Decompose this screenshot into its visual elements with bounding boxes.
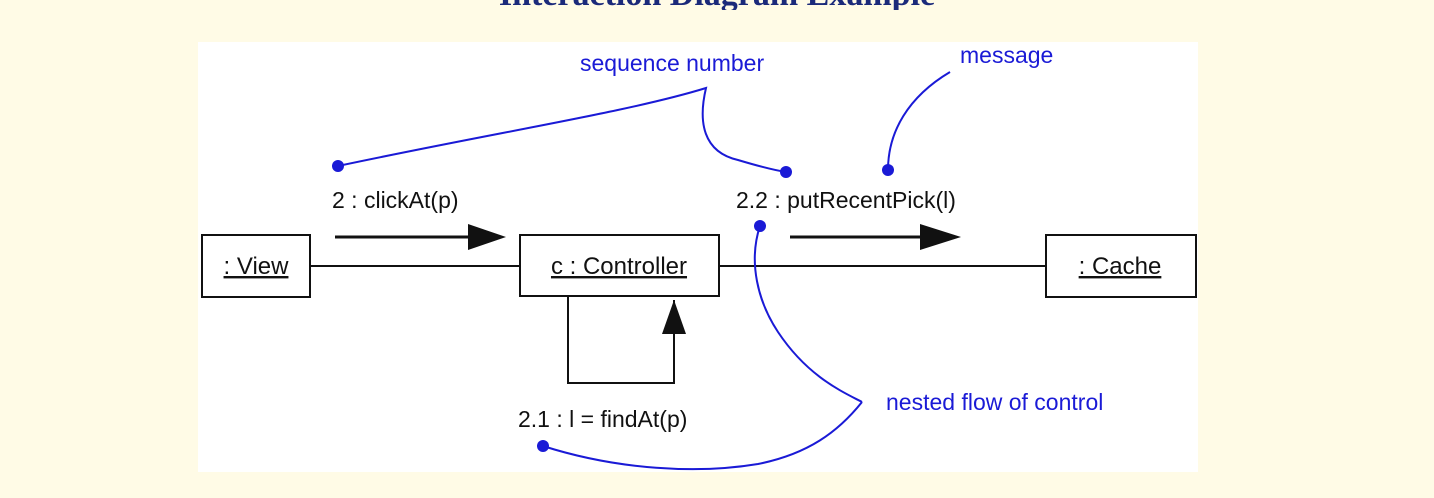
diagram-canvas: : View c : Controller : Cache 2 : clickA… (198, 42, 1198, 472)
sequence-number-dot-right (780, 166, 792, 178)
message-annotation-label: message (960, 42, 1053, 68)
self-link-arrowhead (662, 300, 686, 334)
nested-flow-dot-upper (754, 220, 766, 232)
message-find-label: 2.1 : l = findAt(p) (518, 406, 687, 432)
header-strip: Interaction Diagram Example (0, 0, 1434, 10)
nested-flow-leader-upper (753, 225, 863, 403)
message-click-label: 2 : clickAt(p) (332, 187, 459, 213)
object-view: : View (201, 234, 311, 298)
nested-flow-label: nested flow of control (886, 389, 1103, 415)
object-cache: : Cache (1045, 234, 1197, 298)
message-leader (887, 71, 951, 171)
sequence-number-leader (337, 86, 787, 173)
page-title: Interaction Diagram Example (0, 0, 1434, 10)
annotation-nested-flow: nested flow of control (537, 220, 1103, 471)
nested-flow-leader-lower (542, 401, 863, 471)
object-controller-label: c : Controller (551, 253, 687, 280)
object-controller: c : Controller (519, 234, 720, 297)
message-put-label: 2.2 : putRecentPick(l) (736, 187, 956, 213)
object-cache-label: : Cache (1079, 253, 1162, 280)
sequence-number-dot-left (332, 160, 344, 172)
collaboration-diagram: : View c : Controller : Cache 2 : clickA… (201, 42, 1197, 471)
self-link-controller (567, 296, 675, 384)
nested-flow-dot-lower (537, 440, 549, 452)
object-view-label: : View (224, 253, 290, 280)
message-arrow-put (790, 224, 961, 250)
sequence-number-label: sequence number (580, 50, 764, 76)
annotation-message: message (882, 42, 1053, 176)
message-arrow-click (335, 224, 506, 250)
message-dot (882, 164, 894, 176)
annotation-sequence-number: sequence number (332, 50, 792, 178)
